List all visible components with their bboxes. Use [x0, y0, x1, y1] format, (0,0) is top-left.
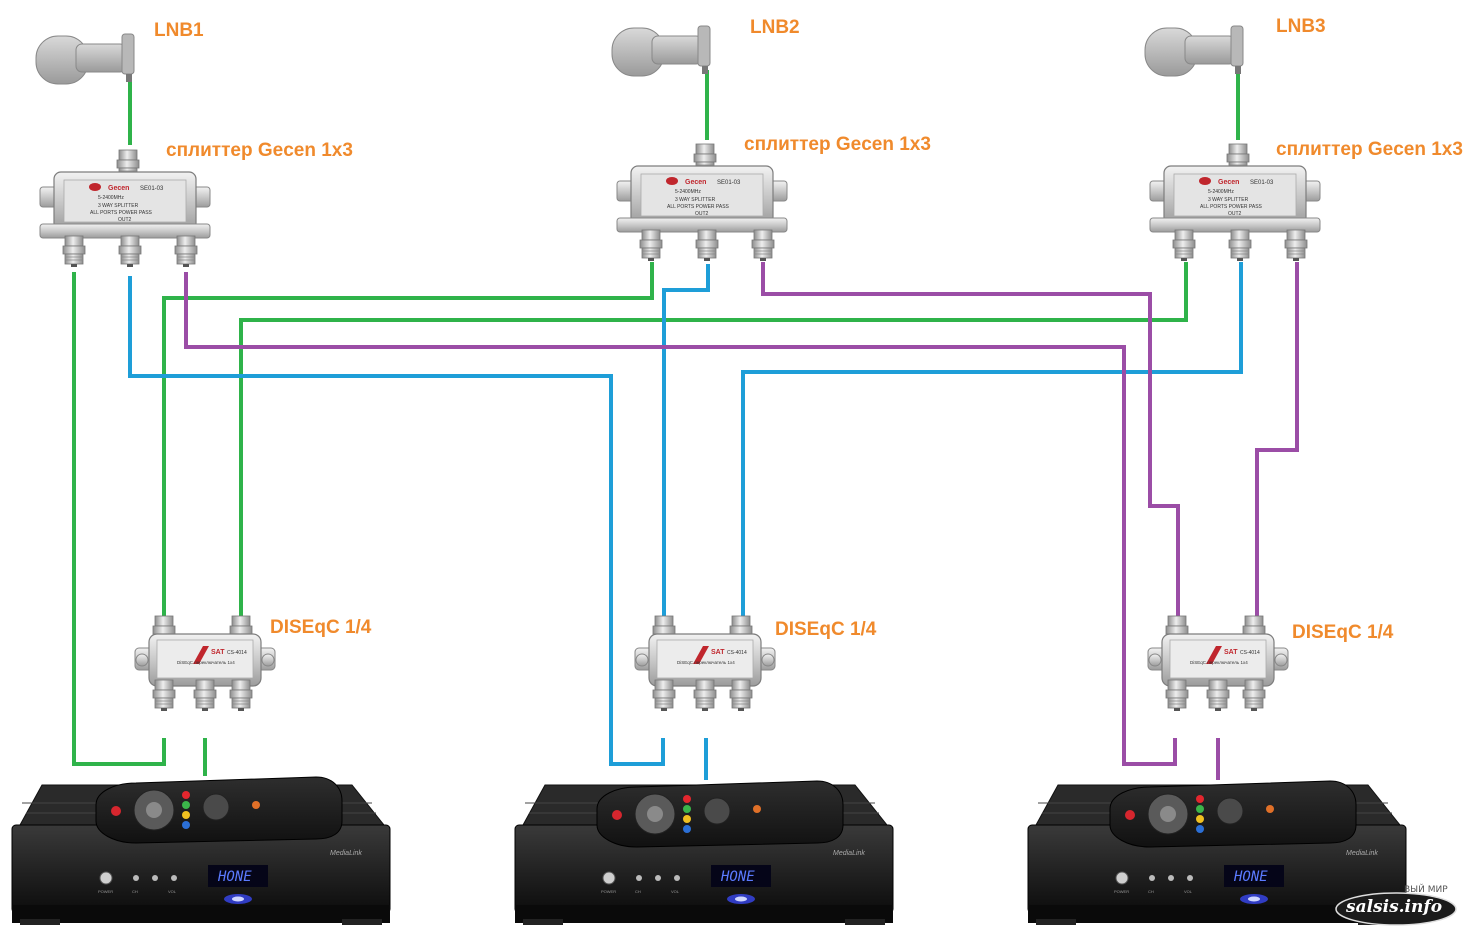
svg-text:3 WAY SPLITTER: 3 WAY SPLITTER — [675, 197, 716, 203]
svg-text:5-2400MHz: 5-2400MHz — [675, 189, 701, 195]
cable-s2-out2-diseqc2 — [662, 264, 710, 622]
svg-text:HONE: HONE — [720, 869, 755, 885]
svg-text:DiSEqC переключатель 1x4: DiSEqC переключатель 1x4 — [1190, 660, 1248, 665]
label-lnb1: LNB1 — [154, 20, 204, 41]
watermark-small-text: ВЫЙ МИР — [1404, 885, 1448, 895]
splitter1-brand: Gecen — [108, 185, 129, 192]
label-splitter1: сплиттер Gecen 1x3 — [166, 140, 353, 161]
svg-text:MediaLink: MediaLink — [1346, 850, 1378, 857]
watermark-oval — [1335, 892, 1457, 926]
svg-text:CS-4014: CS-4014 — [227, 650, 247, 656]
svg-text:CS-4014: CS-4014 — [1240, 650, 1260, 656]
svg-text:DiSEqC переключатель 1x4: DiSEqC переключатель 1x4 — [677, 660, 735, 665]
label-lnb2: LNB2 — [750, 17, 800, 38]
label-diseqc1: DISEqC 1/4 — [270, 617, 372, 638]
lnb1-device — [35, 33, 135, 85]
svg-text:ALL PORTS POWER PASS: ALL PORTS POWER PASS — [667, 204, 730, 210]
splitter3-brand: Gecen — [1218, 179, 1239, 186]
svg-text:CH: CH — [132, 889, 138, 894]
svg-text:POWER: POWER — [1114, 889, 1129, 894]
cable-s3-out3-diseqc3 — [1255, 262, 1299, 622]
label-splitter2: сплиттер Gecen 1x3 — [744, 134, 931, 155]
svg-text:POWER: POWER — [601, 889, 616, 894]
svg-text:3 WAY SPLITTER: 3 WAY SPLITTER — [98, 203, 139, 209]
cable-s3-out2-diseqc2 — [741, 262, 1243, 622]
svg-text:OUT2: OUT2 — [118, 217, 132, 223]
svg-text:SE01-03: SE01-03 — [717, 180, 741, 186]
svg-text:ALL PORTS POWER PASS: ALL PORTS POWER PASS — [1200, 204, 1263, 210]
remote1 — [95, 776, 343, 844]
diseqc3-device: SAT CS-4014 DiSEqC переключатель 1x4 — [1147, 615, 1289, 712]
svg-text:VOL: VOL — [168, 889, 177, 894]
svg-text:VOL: VOL — [1184, 889, 1193, 894]
remote3 — [1109, 780, 1357, 848]
svg-text:SE01-03: SE01-03 — [140, 186, 164, 192]
cable-s1-out1-receiver1 — [72, 272, 166, 766]
svg-text:CH: CH — [1148, 889, 1154, 894]
svg-text:MediaLink: MediaLink — [330, 850, 362, 857]
svg-text:POWER: POWER — [98, 889, 113, 894]
diseqc2-device: SAT CS-4014 DiSEqC переключатель 1x4 — [634, 615, 776, 712]
svg-text:DiSEqC переключатель 1x4: DiSEqC переключатель 1x4 — [177, 660, 235, 665]
cable-s1-out3-diseqc3 — [184, 272, 1177, 766]
remote2 — [596, 780, 844, 848]
label-diseqc2: DISEqC 1/4 — [775, 619, 877, 640]
splitter2-brand: Gecen — [685, 179, 706, 186]
receiver1-device: HONE MediaLink POWER CH VOL — [11, 784, 391, 926]
svg-text:3 WAY SPLITTER: 3 WAY SPLITTER — [1208, 197, 1249, 203]
cable-s2-out1-diseqc1 — [162, 262, 654, 622]
label-diseqc3: DISEqC 1/4 — [1292, 622, 1394, 643]
svg-text:OUT2: OUT2 — [695, 211, 709, 217]
diseqc1-device: SAT CS-4014 DiSEqC переключатель 1x4 — [134, 615, 276, 712]
receiver3-device: HONE MediaLink POWER CH VOL — [1027, 784, 1407, 926]
svg-text:SAT: SAT — [211, 649, 225, 656]
svg-text:5-2400MHz: 5-2400MHz — [1208, 189, 1234, 195]
svg-text:HONE: HONE — [217, 869, 252, 885]
lnb2-device — [611, 25, 711, 77]
cable-s1-out2-diseqc2 — [128, 276, 665, 766]
cable-s2-out3-diseqc3 — [761, 262, 1180, 622]
lnb3-device — [1144, 25, 1244, 77]
svg-text:VOL: VOL — [671, 889, 680, 894]
svg-text:HONE: HONE — [1233, 869, 1268, 885]
cable-s3-out1-diseqc1 — [239, 262, 1188, 622]
label-splitter3: сплиттер Gecen 1x3 — [1276, 139, 1463, 160]
cable-routes — [72, 70, 1299, 780]
svg-text:5-2400MHz: 5-2400MHz — [98, 195, 124, 201]
svg-text:SAT: SAT — [1224, 649, 1238, 656]
svg-text:ALL PORTS POWER PASS: ALL PORTS POWER PASS — [90, 210, 153, 216]
watermark-text: salsis.info — [1346, 897, 1443, 917]
svg-text:SE01-03: SE01-03 — [1250, 180, 1274, 186]
svg-text:MediaLink: MediaLink — [833, 850, 865, 857]
receiver2-device: HONE MediaLink POWER CH VOL — [514, 784, 894, 926]
svg-text:OUT2: OUT2 — [1228, 211, 1242, 217]
svg-text:CS-4014: CS-4014 — [727, 650, 747, 656]
svg-text:CH: CH — [635, 889, 641, 894]
svg-text:SAT: SAT — [711, 649, 725, 656]
label-lnb3: LNB3 — [1276, 16, 1326, 37]
